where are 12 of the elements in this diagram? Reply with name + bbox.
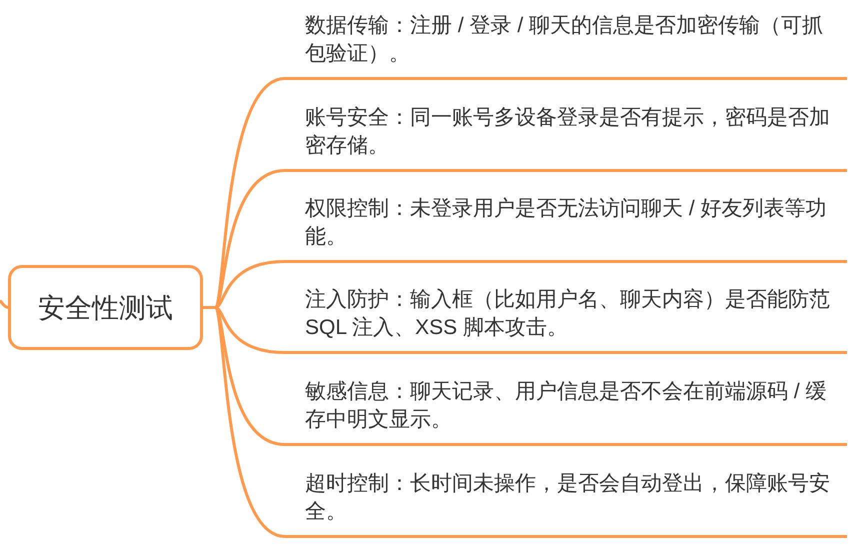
subtopic-text: 账号安全：同一账号多设备登录是否有提示，密码是否加密存储。 bbox=[285, 104, 847, 172]
subtopic-text: 敏感信息：聊天记录、用户信息是否不会在前端源码 / 缓存中明文显示。 bbox=[285, 378, 847, 446]
subtopic-text: 注入防护：输入框（比如用户名、聊天内容）是否能防范 SQL 注入、XSS 脚本攻击。 bbox=[285, 286, 847, 354]
parent-connector bbox=[0, 300, 8, 309]
subtopic-text: 数据传输：注册 / 登录 / 聊天的信息是否加密传输（可抓包验证）。 bbox=[285, 12, 847, 80]
central-topic-box: 安全性测试 bbox=[8, 265, 203, 350]
branch-connector bbox=[214, 306, 286, 538]
subtopic-text: 超时控制：长时间未操作，是否会自动登出，保障账号安全。 bbox=[285, 470, 847, 538]
connector-trunk bbox=[203, 306, 215, 309]
subtopic-text: 权限控制：未登录用户是否无法访问聊天 / 好友列表等功能。 bbox=[285, 195, 847, 263]
branch-connector bbox=[214, 306, 286, 446]
branch-connector bbox=[214, 169, 286, 309]
